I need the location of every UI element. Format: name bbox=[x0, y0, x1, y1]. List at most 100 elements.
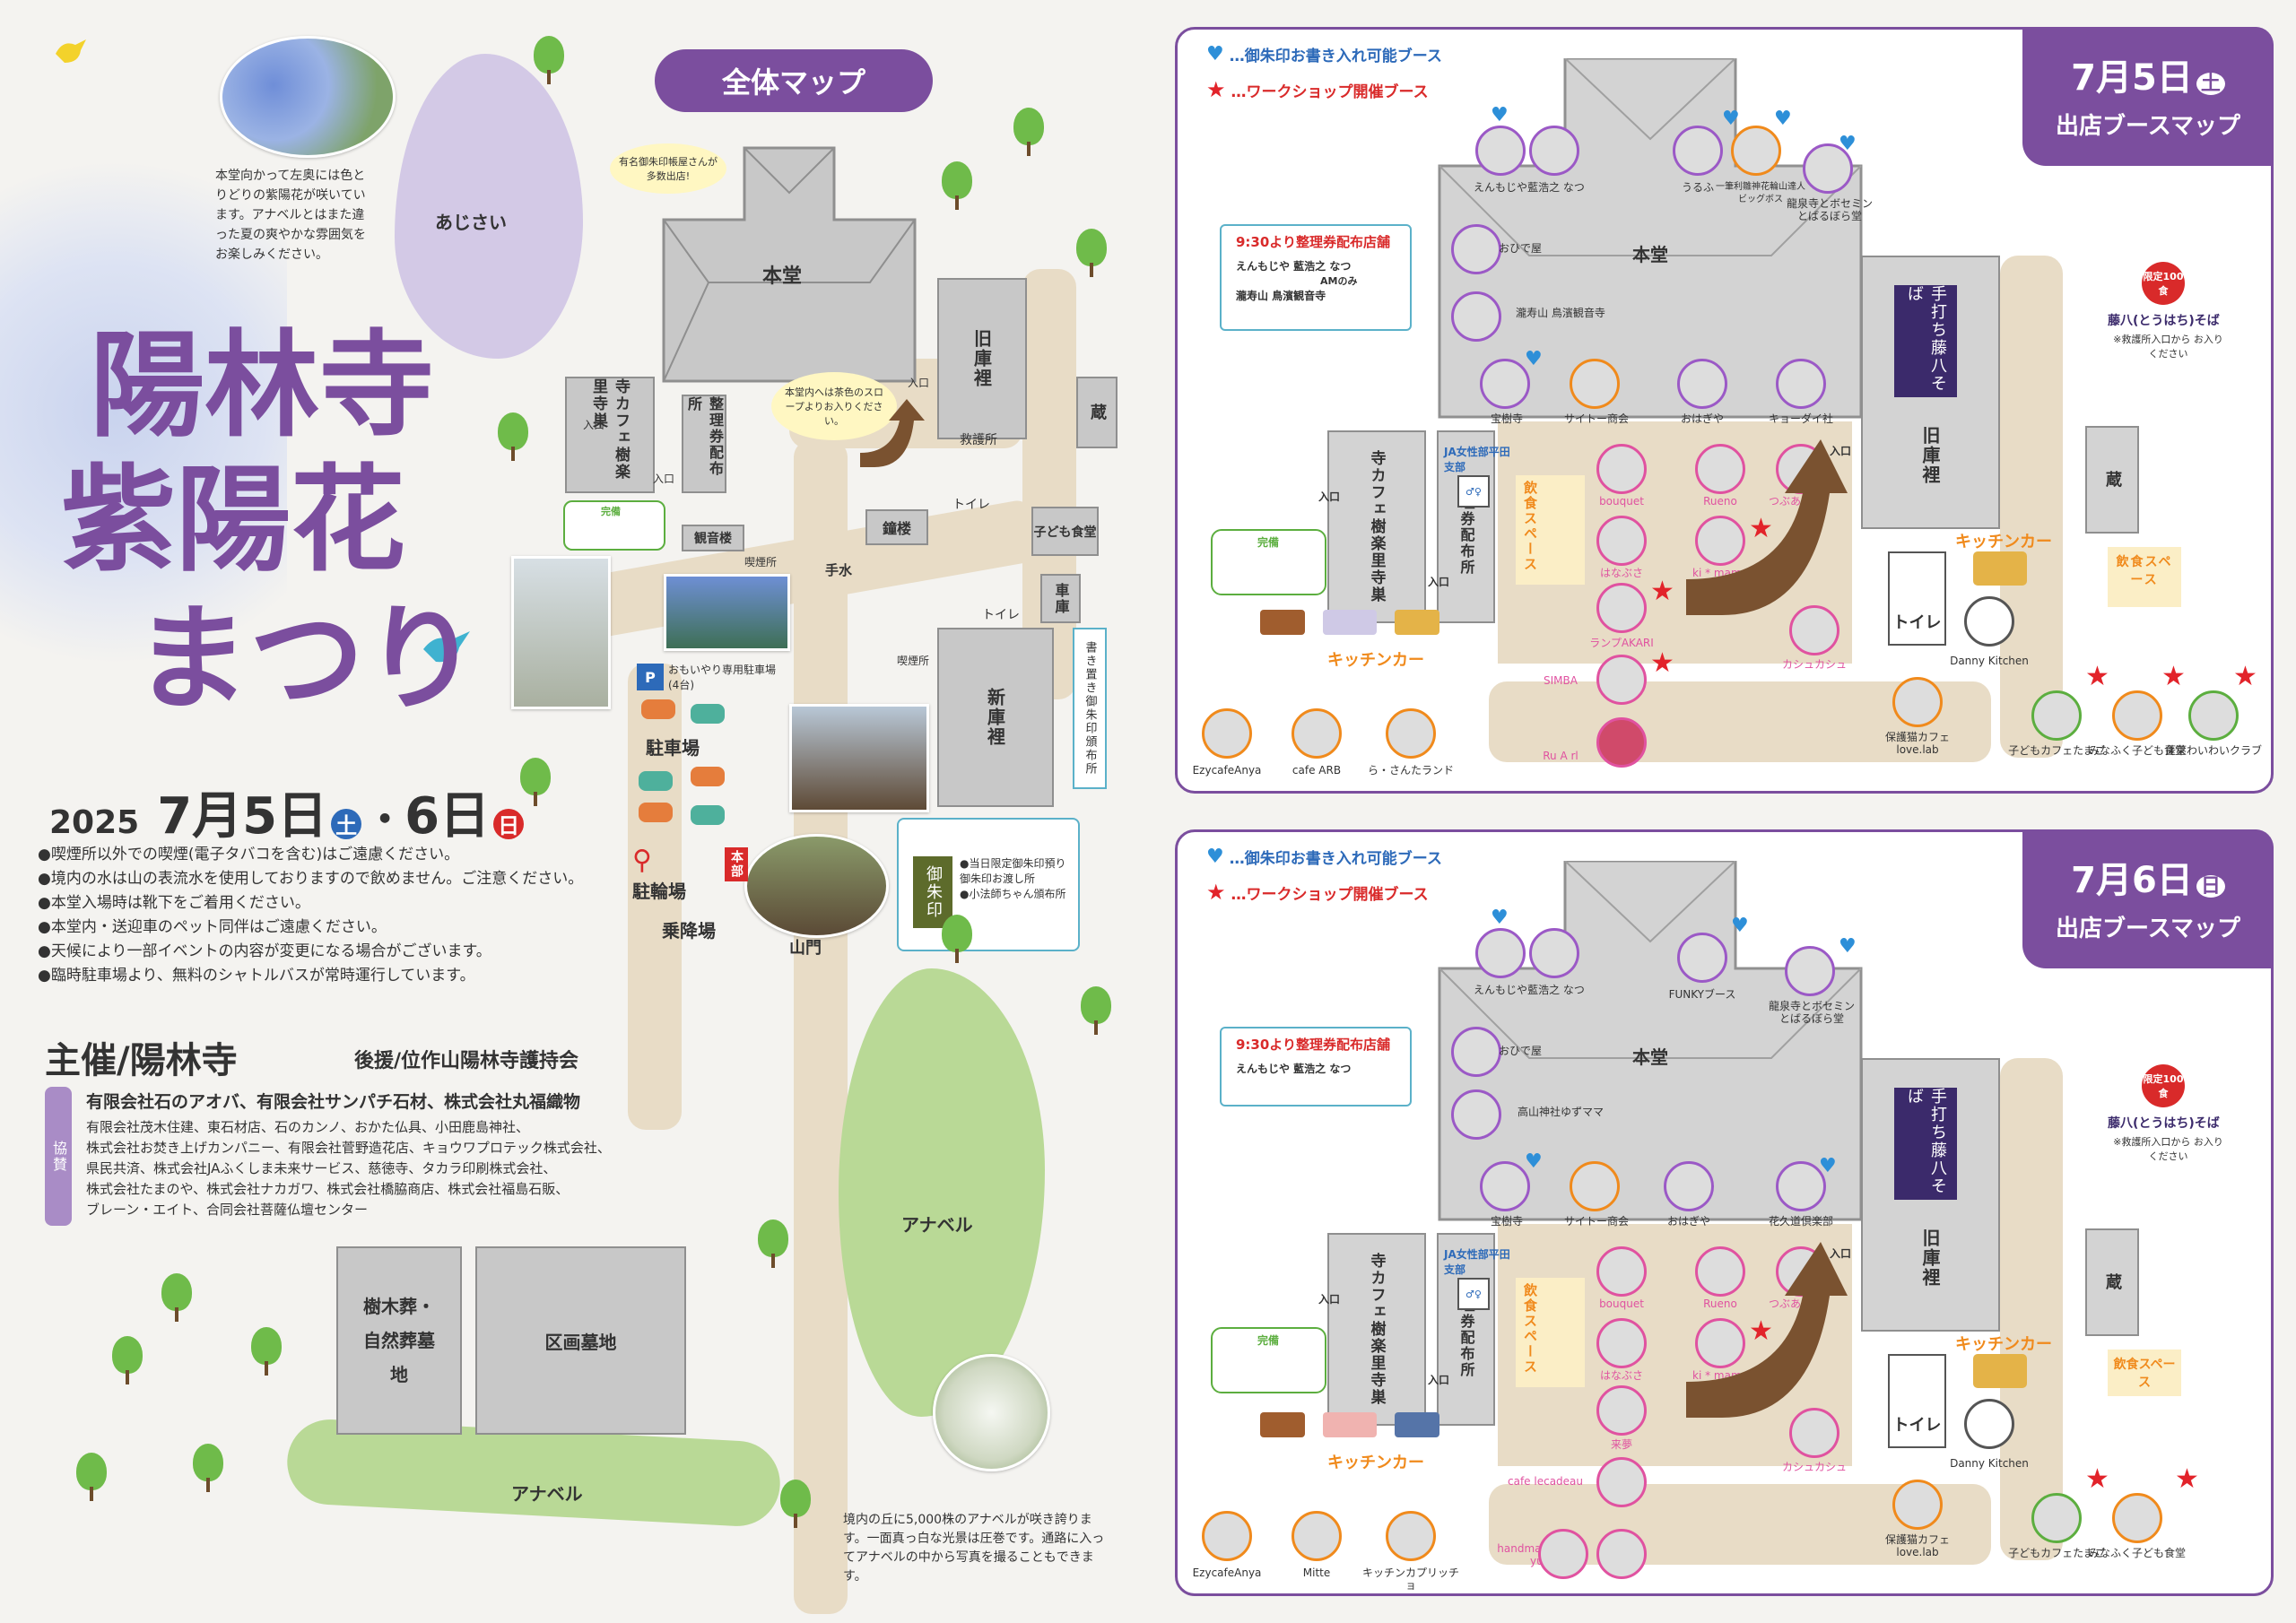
legend-star-text: …ワークショップ開催ブース bbox=[1231, 82, 1429, 101]
day1-booth-label: えんもじや bbox=[1473, 181, 1527, 194]
booth-ryusenji[interactable] bbox=[1803, 143, 1853, 194]
day2-soba-limit-badge: 限定100食 bbox=[2142, 1064, 2185, 1107]
booth-simba[interactable] bbox=[1596, 655, 1647, 705]
heart-icon: ♥ bbox=[1819, 1155, 1837, 1177]
day2-booth-label: FUNKYブース bbox=[1668, 988, 1736, 1001]
toilet-label: トイレ bbox=[982, 608, 1020, 622]
booth-capriccio[interactable] bbox=[1386, 1511, 1436, 1561]
legend-heart-day1: ♥…御朱印お書き入れ可能ブース bbox=[1206, 43, 1442, 65]
booth-bouquet[interactable] bbox=[1596, 444, 1647, 494]
date-day2: 6日 bbox=[404, 787, 491, 846]
booth-hojuji[interactable] bbox=[1480, 1161, 1530, 1211]
heart-icon: ♥ bbox=[1774, 108, 1792, 130]
booth-lecadeau[interactable] bbox=[1596, 1457, 1647, 1507]
day2-booth-label: 藍浩之 なつ bbox=[1527, 984, 1585, 996]
booth-ai-natsu[interactable] bbox=[1529, 928, 1579, 978]
booth-ezycafe[interactable] bbox=[1202, 1511, 1252, 1561]
booth-mayul[interactable] bbox=[1596, 1529, 1647, 1579]
terakafe-label: 寺カフェ樹楽里寺巣 bbox=[589, 378, 630, 481]
day2-booth-label: えんもじや bbox=[1473, 984, 1527, 996]
booth-lovelab[interactable] bbox=[1892, 1480, 1943, 1530]
day1-kitchen-label: キッチンカー bbox=[1327, 651, 1424, 670]
booth-urufu[interactable] bbox=[1673, 126, 1723, 176]
booth-enmojiya[interactable] bbox=[1475, 126, 1526, 176]
booth-kimama[interactable] bbox=[1695, 1318, 1745, 1368]
booth-ezycafe[interactable] bbox=[1202, 708, 1252, 759]
temizu-photo bbox=[664, 574, 790, 651]
booth-cachecache[interactable] bbox=[1789, 1408, 1839, 1458]
booth-waiwai[interactable] bbox=[2188, 690, 2239, 741]
tree-icon bbox=[1076, 229, 1107, 277]
main-path bbox=[794, 439, 848, 1614]
star-icon: ★ bbox=[2233, 661, 2257, 692]
day1-booth-label: 宝樹寺 bbox=[1490, 412, 1523, 425]
kyukuri-label: 旧庫裡 bbox=[970, 329, 993, 388]
booth-rueno[interactable] bbox=[1695, 444, 1745, 494]
booth-ohideya[interactable] bbox=[1451, 224, 1501, 274]
legend-star-day2: ★…ワークショップ開催ブース bbox=[1206, 880, 1429, 905]
overview-map-label: 全体マップ bbox=[655, 49, 933, 112]
booth-hanakudo[interactable] bbox=[1776, 1161, 1826, 1211]
booth-bouquet[interactable] bbox=[1596, 1246, 1647, 1297]
booth-rueno[interactable] bbox=[1695, 1246, 1745, 1297]
tree-icon bbox=[1013, 108, 1044, 156]
tree-icon bbox=[520, 758, 551, 806]
day1-booth-label: Ru A rl bbox=[1543, 750, 1578, 762]
day1-accessibility-label: 完備 bbox=[1257, 536, 1280, 549]
notice-item: ●本堂内・送迎車のペット同伴はご遠慮ください。 bbox=[38, 918, 387, 936]
booth-ryusenji[interactable] bbox=[1785, 946, 1835, 996]
booth-raimu[interactable] bbox=[1596, 1385, 1647, 1436]
booth-minafuku[interactable] bbox=[2112, 690, 2162, 741]
booth-ohagiya[interactable] bbox=[1664, 1161, 1714, 1211]
day1-booth-label: bouquet bbox=[1599, 495, 1644, 508]
star-icon: ★ bbox=[1206, 77, 1226, 102]
booth-lamp[interactable] bbox=[1596, 583, 1647, 633]
booth-ai-natsu[interactable] bbox=[1529, 126, 1579, 176]
notice-item: ●本堂入場時は靴下をご着用ください。 bbox=[38, 894, 310, 912]
booth-cachecache[interactable] bbox=[1789, 605, 1839, 655]
day1-booth-label: おはぎや bbox=[1680, 412, 1724, 425]
sponsor-kyosan-label: 協賛 bbox=[45, 1087, 72, 1226]
booth-kimama[interactable] bbox=[1695, 516, 1745, 566]
booth-ruaarl[interactable] bbox=[1596, 717, 1647, 768]
booth-mitte[interactable] bbox=[1292, 1511, 1342, 1561]
entrance-label: 入口 bbox=[653, 473, 675, 485]
booth-funky[interactable] bbox=[1677, 933, 1727, 983]
booth-hanabusa[interactable] bbox=[1596, 1318, 1647, 1368]
day2-booth-label: サイトー商会 bbox=[1563, 1215, 1629, 1228]
booth-ohideya[interactable] bbox=[1451, 1027, 1501, 1077]
day1-booth-label: SIMBA bbox=[1544, 674, 1578, 687]
booth-danny[interactable] bbox=[1964, 1399, 2014, 1449]
day1-booth-label: おひで屋 bbox=[1498, 242, 1542, 255]
day1-subtitle: 出店ブースマップ bbox=[2056, 113, 2240, 140]
entrance-label: 入口 bbox=[583, 419, 605, 431]
booth-lovelab[interactable] bbox=[1892, 677, 1943, 727]
booth-hojuji[interactable] bbox=[1480, 359, 1530, 409]
booth-minafuku[interactable] bbox=[2112, 1493, 2162, 1543]
gosyuin-sign: 御朱印 bbox=[913, 856, 952, 928]
booth-mayul-2[interactable] bbox=[1538, 1529, 1588, 1579]
booth-ohagiya[interactable] bbox=[1677, 359, 1727, 409]
booth-saito[interactable] bbox=[1570, 359, 1620, 409]
booth-saito[interactable] bbox=[1570, 1161, 1620, 1211]
booth-hanabusa[interactable] bbox=[1596, 516, 1647, 566]
booth-tamago[interactable] bbox=[2031, 690, 2082, 741]
gosyuin-info: ●当日限定御朱印預り御朱印お渡し所 ●小法師ちゃん頒布所 bbox=[960, 856, 1074, 902]
legend-star-day1: ★ …ワークショップ開催ブース bbox=[1206, 77, 1429, 102]
day1-kitchen-label: キッチンカー bbox=[1955, 533, 2052, 551]
booth-yuzumama[interactable] bbox=[1451, 1089, 1501, 1140]
star-icon: ★ bbox=[2085, 1463, 2109, 1495]
booth-danny[interactable] bbox=[1964, 596, 2014, 647]
day1-entrance-label: 入口 bbox=[1830, 445, 1852, 457]
tree-icon bbox=[534, 36, 564, 84]
booth-bigboss[interactable] bbox=[1731, 126, 1781, 176]
booth-tamago[interactable] bbox=[2031, 1493, 2082, 1543]
day2-booth-label: cafe lecadeau bbox=[1508, 1475, 1583, 1488]
weekday-sun-badge: 日 bbox=[493, 808, 525, 839]
booth-kannonji[interactable] bbox=[1451, 291, 1501, 342]
booth-la-santa[interactable] bbox=[1386, 708, 1436, 759]
gosyuin-info-item: ●小法師ちゃん頒布所 bbox=[960, 888, 1066, 900]
booth-cafe-arb[interactable] bbox=[1292, 708, 1342, 759]
booth-kyodaisha[interactable] bbox=[1776, 359, 1826, 409]
booth-enmojiya[interactable] bbox=[1475, 928, 1526, 978]
